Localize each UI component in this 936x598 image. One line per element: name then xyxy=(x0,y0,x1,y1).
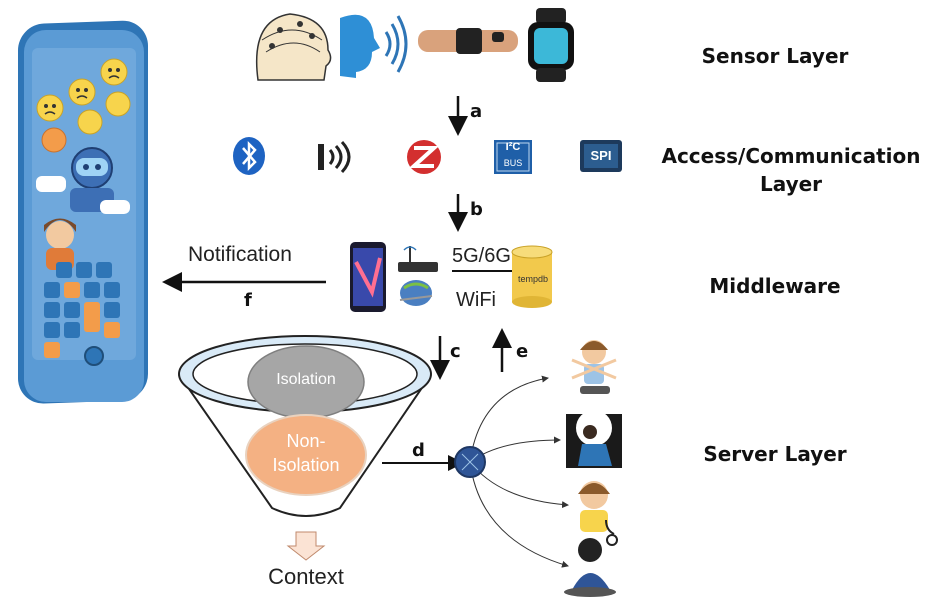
wifi-label: WiFi xyxy=(456,289,496,311)
app-tiles xyxy=(44,262,120,358)
context-label: Context xyxy=(268,564,344,589)
arrow-c-label: c xyxy=(450,341,461,362)
smartwatch-icon xyxy=(528,8,574,82)
non-isolation-label-line1: Non- xyxy=(286,431,326,451)
database-label: tempdb xyxy=(517,274,549,284)
spi-label: SPI xyxy=(590,148,612,163)
arrow-a-label: a xyxy=(470,101,483,122)
i2c-label: I²C xyxy=(505,141,521,153)
branch-stress xyxy=(469,375,549,463)
middleware-layer-label: Middleware xyxy=(709,274,841,298)
branch-anxiety xyxy=(469,461,569,509)
rfid-signal-icon xyxy=(318,140,351,174)
mobile-phone-icon xyxy=(350,242,386,312)
database-icon xyxy=(511,245,553,308)
network-label: 5G/6G xyxy=(452,245,511,267)
access-layer-label-line1: Access/Communication xyxy=(661,144,921,168)
home-button-icon xyxy=(84,346,104,366)
router-icon xyxy=(398,246,438,272)
branch-depression xyxy=(469,461,569,568)
emoji-icons xyxy=(36,58,131,153)
isolation-label: Isolation xyxy=(276,371,336,388)
anxious-person-icon xyxy=(578,481,610,532)
server-layer-label: Server Layer xyxy=(703,442,847,466)
eeg-head-icon xyxy=(255,13,332,81)
arrow-f-label: f xyxy=(244,290,252,311)
globe-icon xyxy=(399,280,433,306)
arrow-b-label: b xyxy=(470,199,483,220)
non-isolation-ellipse xyxy=(245,414,367,496)
voice-sensor-icon xyxy=(340,14,408,78)
i2c-bus-icon xyxy=(494,140,532,174)
arrow-d-label: d xyxy=(412,440,425,461)
depressed-person-icon xyxy=(564,519,618,597)
notification-label: Notification xyxy=(188,243,292,266)
access-layer-label-line2: Layer xyxy=(759,172,823,196)
sensor-layer-label: Sensor Layer xyxy=(701,44,849,68)
stressed-person-icon xyxy=(571,340,617,394)
non-isolation-label-line2: Isolation xyxy=(272,455,340,475)
bluetooth-icon xyxy=(233,137,265,175)
zigbee-icon xyxy=(407,140,441,174)
arrow-e-label: e xyxy=(516,341,529,362)
lonely-person-icon xyxy=(566,410,622,468)
bus-label: BUS xyxy=(503,158,523,168)
wrist-sensor-icon xyxy=(418,28,518,54)
context-output-arrow xyxy=(286,531,326,561)
spi-icon xyxy=(580,140,622,172)
robot-assistant-icon xyxy=(70,147,114,212)
